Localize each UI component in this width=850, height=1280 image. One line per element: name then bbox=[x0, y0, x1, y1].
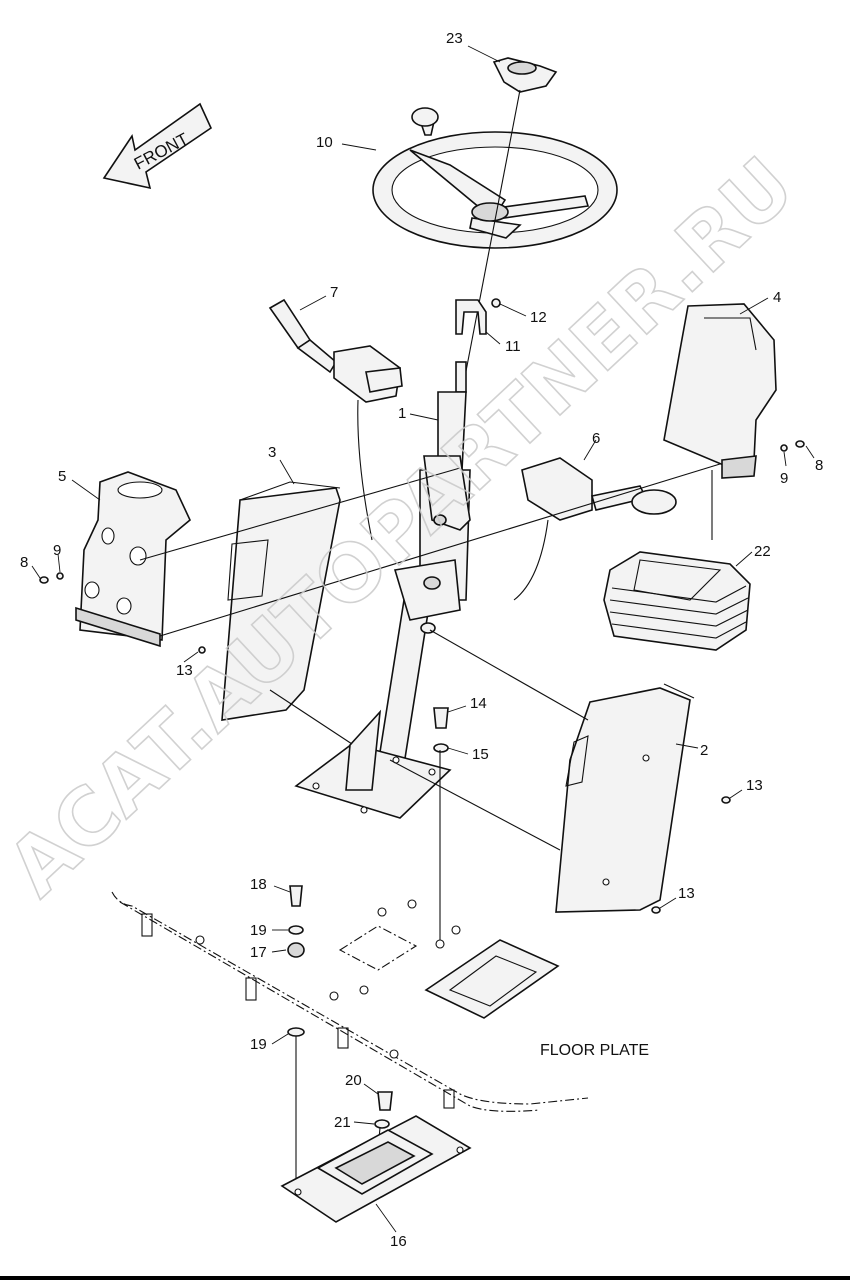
callout-5: 5 bbox=[58, 468, 66, 485]
callout-16: 16 bbox=[390, 1233, 407, 1250]
callout-8-left: 8 bbox=[20, 554, 28, 571]
callout-20: 20 bbox=[345, 1072, 362, 1089]
callout-14: 14 bbox=[470, 695, 487, 712]
callout-18: 18 bbox=[250, 876, 267, 893]
callout-13-left: 13 bbox=[176, 662, 193, 679]
callout-22: 22 bbox=[754, 543, 771, 560]
fasteners bbox=[39, 440, 805, 1129]
callout-leaders bbox=[31, 45, 815, 1233]
column-base-plate bbox=[294, 709, 452, 819]
shuttle-lever bbox=[513, 457, 677, 601]
callout-8-right: 8 bbox=[815, 457, 823, 474]
callout-9-left: 9 bbox=[53, 542, 61, 559]
assembly-lines bbox=[139, 463, 721, 1190]
callout-19-lower: 19 bbox=[250, 1036, 267, 1053]
callout-numbers: 23 10 7 12 11 4 1 6 3 5 9 8 9 8 22 13 14… bbox=[20, 30, 823, 1250]
rubber-boot bbox=[603, 551, 751, 651]
callout-12: 12 bbox=[530, 309, 547, 326]
callout-3: 3 bbox=[268, 444, 276, 461]
callout-13-right-upper: 13 bbox=[746, 777, 763, 794]
right-cover bbox=[555, 683, 695, 913]
callout-7: 7 bbox=[330, 284, 338, 301]
steering-wheel bbox=[372, 107, 618, 249]
callout-23: 23 bbox=[446, 30, 463, 47]
callout-15: 15 bbox=[472, 746, 489, 763]
turn-signal-lever bbox=[268, 298, 403, 541]
callout-2: 2 bbox=[700, 742, 708, 759]
callout-6: 6 bbox=[592, 430, 600, 447]
left-inner-cover bbox=[221, 481, 341, 721]
callout-9-right: 9 bbox=[780, 470, 788, 487]
right-upper-cover bbox=[663, 303, 777, 479]
callout-21: 21 bbox=[334, 1114, 351, 1131]
floor-plate: FLOOR PLATE bbox=[111, 891, 649, 1112]
clamp-bracket bbox=[455, 298, 501, 335]
bottom-cover-plate bbox=[280, 1115, 472, 1223]
bottom-border bbox=[0, 1276, 850, 1280]
callout-10: 10 bbox=[316, 134, 333, 151]
callout-19-upper: 19 bbox=[250, 922, 267, 939]
floor-plate-label: FLOOR PLATE bbox=[540, 1042, 649, 1059]
steering-knob bbox=[492, 57, 558, 93]
left-cover bbox=[75, 471, 191, 648]
front-arrow-icon: FRONT bbox=[102, 102, 213, 190]
callout-1: 1 bbox=[398, 405, 406, 422]
callout-11: 11 bbox=[505, 338, 521, 355]
callout-4: 4 bbox=[773, 289, 781, 306]
callout-17: 17 bbox=[250, 944, 267, 961]
callout-13-right-lower: 13 bbox=[678, 885, 695, 902]
steering-column bbox=[373, 361, 471, 791]
